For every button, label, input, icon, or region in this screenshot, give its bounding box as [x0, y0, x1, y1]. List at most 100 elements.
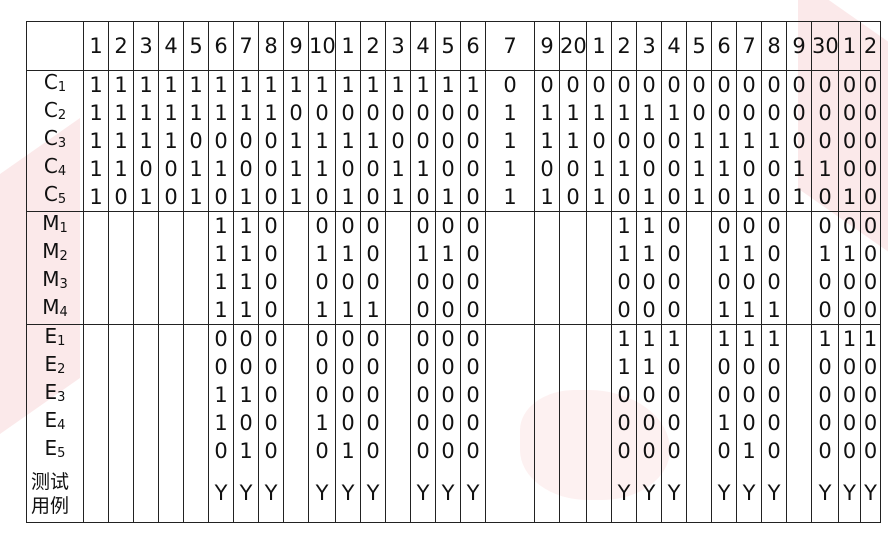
table-cell: 0: [711, 353, 737, 381]
table-cell: 1: [661, 99, 687, 127]
table-cell: 1: [611, 353, 637, 381]
table-cell: 0: [435, 353, 461, 381]
testcase-cell: [786, 465, 812, 523]
table-cell: [586, 211, 612, 240]
table-cell: 0: [736, 268, 762, 296]
table-cell: 0: [860, 70, 881, 99]
testcase-cell: Y: [360, 465, 386, 523]
table-cell: [283, 240, 309, 268]
row-label-subscript: 1: [59, 221, 68, 236]
testcase-cell: [559, 465, 587, 523]
table-cell: 1: [233, 211, 259, 240]
table-cell: 0: [860, 127, 881, 155]
column-header: 8: [258, 21, 284, 71]
testcase-cell: [83, 465, 109, 523]
table-cell: [385, 409, 411, 437]
row-label-letter: E: [44, 352, 58, 376]
table-cell: [183, 324, 209, 353]
table-cell: [534, 268, 560, 296]
table-cell: 1: [208, 155, 234, 183]
row-label-letter: C: [43, 182, 58, 206]
testcase-cell: [108, 465, 134, 523]
table-cell: 0: [860, 381, 881, 409]
table-cell: 0: [838, 99, 861, 127]
testcase-cell: [133, 465, 159, 523]
row-label-letter: E: [44, 436, 58, 460]
table-cell: 0: [233, 127, 259, 155]
table-cell: 0: [761, 409, 787, 437]
row-label-letter: M: [42, 239, 60, 263]
table-cell: 1: [559, 99, 587, 127]
table-cell: 1: [208, 240, 234, 268]
table-cell: 1: [385, 70, 411, 99]
table-cell: 1: [233, 99, 259, 127]
table-cell: 0: [258, 324, 284, 353]
column-header: 3: [133, 21, 159, 71]
testcase-cell: Y: [611, 465, 637, 523]
table-cell: 0: [385, 99, 411, 127]
row-label: M2: [26, 239, 84, 268]
table-cell: [786, 353, 812, 381]
testcase-cell: Y: [308, 465, 336, 523]
column-header: 1: [838, 21, 861, 71]
table-cell: [485, 268, 535, 296]
table-cell: 0: [208, 353, 234, 381]
table-cell: 0: [661, 409, 687, 437]
testcase-cell: Y: [811, 465, 839, 523]
table-cell: [108, 240, 134, 268]
table-cell: 0: [838, 127, 861, 155]
table-cell: 0: [711, 70, 737, 99]
table-cell: 1: [485, 127, 535, 155]
table-cell: [283, 268, 309, 296]
table-cell: 1: [308, 127, 336, 155]
table-cell: 1: [435, 70, 461, 99]
row-label-letter: M: [42, 267, 60, 291]
table-cell: 0: [233, 324, 259, 353]
column-header: 3: [636, 21, 662, 71]
table-cell: [686, 324, 712, 353]
column-header: 2: [108, 21, 134, 71]
testcase-cell: Y: [711, 465, 737, 523]
table-cell: 0: [410, 437, 436, 465]
table-cell: [485, 353, 535, 381]
table-cell: 0: [335, 409, 361, 437]
table-cell: 0: [838, 211, 861, 240]
column-header: 5: [435, 21, 461, 71]
testcase-cell: Y: [736, 465, 762, 523]
table-cell: 0: [308, 99, 336, 127]
table-cell: 1: [158, 70, 184, 99]
table-cell: 1: [283, 70, 309, 99]
table-cell: 0: [661, 70, 687, 99]
testcase-cell: Y: [258, 465, 284, 523]
table-cell: 0: [838, 268, 861, 296]
table-cell: [183, 437, 209, 465]
table-cell: 1: [860, 324, 881, 353]
table-cell: 0: [860, 296, 881, 325]
table-cell: 1: [736, 240, 762, 268]
testcase-cell: Y: [860, 465, 881, 523]
table-cell: 0: [711, 183, 737, 212]
table-cell: [686, 268, 712, 296]
table-cell: 0: [860, 211, 881, 240]
table-cell: 1: [283, 155, 309, 183]
row-label-letter: C: [43, 126, 58, 150]
table-cell: 0: [761, 99, 787, 127]
table-cell: [183, 240, 209, 268]
table-cell: [183, 296, 209, 325]
table-cell: 1: [838, 183, 861, 212]
table-cell: 1: [83, 99, 109, 127]
table-cell: 1: [686, 183, 712, 212]
table-cell: 1: [736, 437, 762, 465]
table-cell: 0: [711, 437, 737, 465]
table-cell: 0: [736, 353, 762, 381]
table-cell: 0: [335, 353, 361, 381]
table-cell: [485, 437, 535, 465]
table-cell: 1: [636, 99, 662, 127]
column-header: 6: [460, 21, 486, 71]
